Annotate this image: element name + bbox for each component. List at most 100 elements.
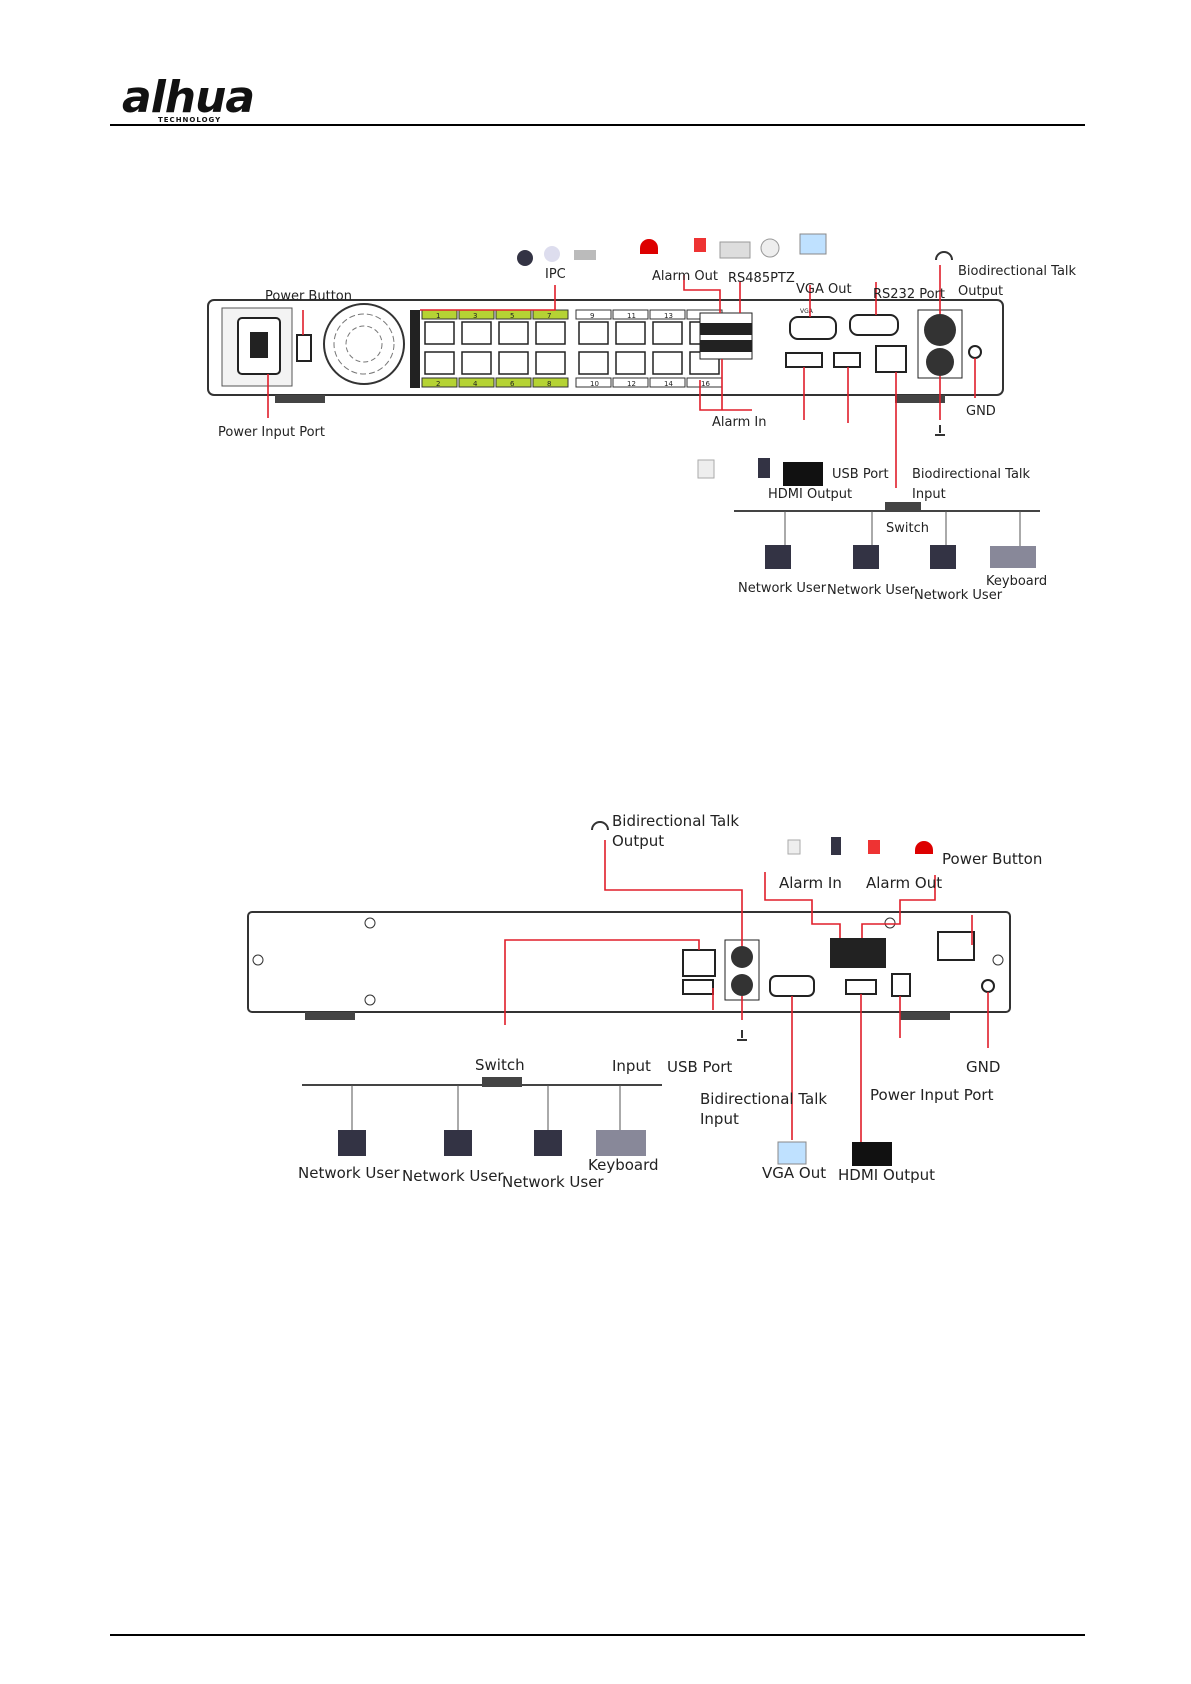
hdmi-monitor-icon-2 [852,1142,892,1166]
mic-icon-2 [737,1030,747,1041]
label-power-input: Power Input Port [218,425,325,440]
label-power-button: Power Button [265,289,352,304]
port-number-label: 7 [547,312,551,320]
label-talk-input-2: Input [912,487,946,502]
mic-in-jack [926,348,954,376]
port-number-label: 14 [664,380,673,388]
network-switch-icon [885,502,921,512]
port-number-cell [649,377,686,388]
rs485-device-icon [719,241,751,259]
rj45-port [652,351,683,375]
mic-icon [935,425,945,436]
alarm-in-sensor-icon [697,459,715,479]
port-number-cell [575,309,612,320]
dc-power-input [891,973,911,997]
port-number-cell [458,377,495,388]
port-number-label: 11 [627,312,636,320]
label-rs232: RS232 Port [873,287,945,302]
label-switch: Switch [886,521,929,536]
device-body-2 [247,911,1011,1013]
port-number-label: 8 [547,380,551,388]
power-switch-2 [937,931,975,961]
rj45-port [615,351,646,375]
label-usb: USB Port [832,467,889,482]
alarm-terminal-2 [830,938,886,968]
rj45-port [498,321,529,345]
brand-text: alhua [122,72,255,123]
network-switch-icon-2 [482,1077,522,1087]
label2-talk-output: Bidirectional Talk [612,812,739,830]
usb-port-2 [682,979,714,995]
rj45-port [424,351,455,375]
label2-usb: USB Port [667,1058,732,1076]
alarm-in-beam-icon [758,458,770,478]
label2-hdmi: HDMI Output [838,1166,935,1184]
label-network-user-2: Network User [827,583,916,598]
rj45-port [578,351,609,375]
label-talk-input: Biodirectional Talk [912,467,1031,482]
ipc-camera-icons [517,246,596,266]
rj45-port [461,321,492,345]
rj45-port [535,351,566,375]
svg-text:VGA: VGA [800,308,814,315]
label-talk-output-2: Output [958,284,1003,299]
dahua-logo: alhua TECHNOLOGY [122,72,255,124]
alarm-light-icon-2b [915,841,933,854]
label2-input: Input [612,1057,651,1075]
port-number-label: 13 [664,312,673,320]
port-number-label: 9 [590,312,594,320]
label2-gnd: GND [966,1058,1000,1076]
alarm-in-sensor-icon-2 [787,839,801,855]
rj45-port [498,351,529,375]
label2-network-user-1: Network User [298,1164,400,1182]
poe-port-block: 12345678910111213141516 [421,309,723,388]
ptz-camera-icon [760,238,780,258]
nvr-rear-panel-diagram-2: Bidirectional Talk Output Alarm In Alarm… [247,812,1042,1191]
label2-alarm-out: Alarm Out [866,874,942,892]
hdmi-monitor-icon [783,462,823,486]
header-rule [110,124,1085,126]
port-number-label: 4 [473,380,478,388]
label2-network-user-3: Network User [502,1173,604,1191]
label2-power-input: Power Input Port [870,1086,994,1104]
label2-network-user-2: Network User [402,1167,504,1185]
label2-switch: Switch [475,1056,525,1074]
label-talk-output: Biodirectional Talk [958,264,1077,279]
label-network-user-1: Network User [738,581,827,596]
gnd-terminal-2 [981,979,995,993]
gnd-terminal [968,345,982,359]
port-number-cell [612,309,649,320]
nvr-rear-panel-diagram-1: 12345678910111213141516 VGA [207,233,1077,603]
alarm-light-icons [640,238,706,254]
label2-vga-out: VGA Out [762,1164,826,1182]
rs232-port [849,314,899,336]
vga-port-2 [769,975,815,997]
label2-power-button: Power Button [942,850,1042,868]
keyboard-icon [990,546,1036,568]
port-number-cell [612,377,649,388]
brand-subtitle: TECHNOLOGY [158,116,222,124]
network-users-2 [338,1085,646,1156]
audio-out-jack [731,946,753,968]
port-number-label: 2 [436,380,440,388]
rj45-port [424,321,455,345]
vga-monitor-icon-2 [777,1141,807,1165]
port-number-cell [575,377,612,388]
keyboard-icon-2 [596,1130,646,1156]
usb-port [833,352,861,368]
port-number-label: 1 [436,312,440,320]
mic-out-jack [924,314,956,346]
port-number-label: 5 [510,312,514,320]
label-network-user-3: Network User [914,588,1003,603]
port-number-label: 16 [701,380,710,388]
label-alarm-out: Alarm Out [652,269,718,284]
rj45-port [615,321,646,345]
alarm-terminal [699,312,753,360]
rj45-port [578,321,609,345]
rj45-port [461,351,492,375]
label-vga-out: VGA Out [796,282,852,297]
port-number-cell [649,309,686,320]
port-number-label: 6 [510,380,515,388]
fan-icon [323,303,405,385]
